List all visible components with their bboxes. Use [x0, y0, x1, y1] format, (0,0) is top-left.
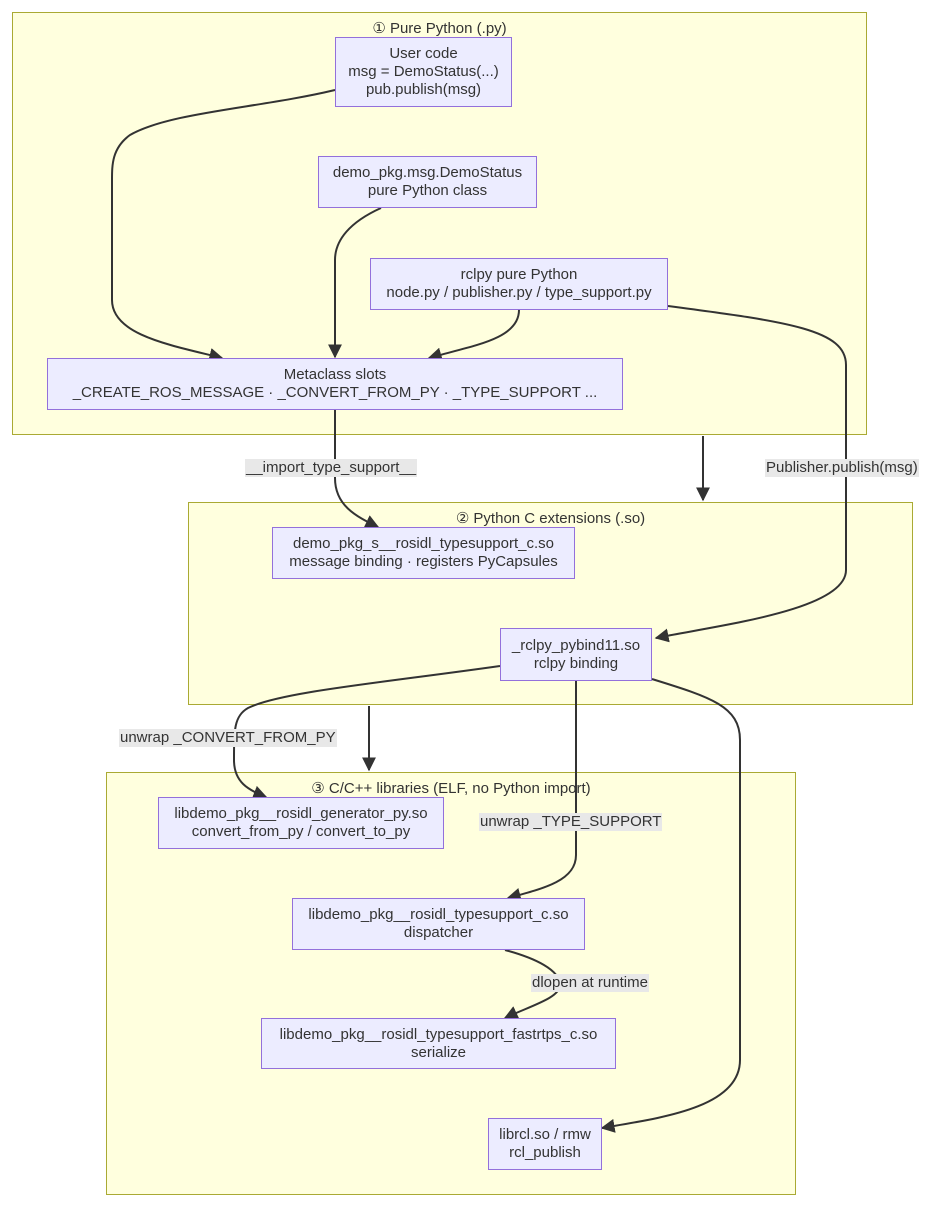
edge-rclpy-py-to-rclpy-bind: [654, 305, 847, 643]
node-user-code: User code msg = DemoStatus(...) pub.publ…: [335, 37, 512, 107]
node-rcl-rmw-line1: librcl.so / rmw: [499, 1126, 591, 1143]
edge-label-dlopen-at-runtime: dlopen at runtime: [531, 974, 649, 992]
node-rclpy-pybind11: _rclpy_pybind11.so rclpy binding: [500, 628, 652, 681]
edge-label-publisher-publish: Publisher.publish(msg): [765, 459, 919, 477]
edge-rclpy-bind-to-generator-py: [232, 665, 501, 799]
node-user-code-line1: User code: [389, 45, 458, 62]
node-generator-py-line2: convert_from_py / convert_to_py: [191, 823, 411, 840]
node-typesupport-fastrtps-line2: serialize: [410, 1043, 467, 1061]
cluster-pure-python-title: ① Pure Python (.py): [372, 20, 507, 37]
node-metaclass-slots-line1: Metaclass slots: [283, 366, 387, 383]
node-user-code-line2: msg = DemoStatus(...): [348, 63, 499, 80]
node-rclpy-pybind11-line2: rclpy binding: [533, 654, 619, 672]
edge-rclpy-py-to-metaclass: [427, 309, 520, 362]
node-typesupport-c-so: demo_pkg_s__rosidl_typesupport_c.so mess…: [272, 527, 575, 579]
node-rclpy-pure-python-line1: rclpy pure Python: [460, 266, 578, 283]
node-demo-status-line2: pure Python class: [367, 182, 488, 199]
node-metaclass-slots: Metaclass slots _CREATE_ROS_MESSAGE · _C…: [47, 358, 623, 410]
node-typesupport-c-dispatcher-line1: libdemo_pkg__rosidl_typesupport_c.so: [308, 906, 569, 923]
node-generator-py: libdemo_pkg__rosidl_generator_py.so conv…: [158, 797, 444, 849]
node-typesupport-c-so-line1: demo_pkg_s__rosidl_typesupport_c.so: [293, 535, 554, 552]
edge-user-code-to-metaclass: [111, 89, 336, 362]
cluster-c-extensions-title: ② Python C extensions (.so): [455, 510, 646, 527]
node-demo-status: demo_pkg.msg.DemoStatus pure Python clas…: [318, 156, 537, 208]
node-demo-status-line1: demo_pkg.msg.DemoStatus: [332, 164, 523, 181]
edge-metaclass-to-typesupport-so: [334, 410, 380, 528]
node-typesupport-c-dispatcher-line2: dispatcher: [403, 924, 474, 941]
node-typesupport-c-so-line2: message binding · registers PyCapsules: [289, 553, 558, 570]
edge-rclpy-bind-to-ts-c: [506, 681, 577, 902]
edge-rclpy-bind-to-rcl: [600, 678, 741, 1133]
node-rcl-rmw: librcl.so / rmw rcl_publish: [488, 1118, 602, 1170]
edge-demo-status-to-metaclass: [328, 207, 382, 359]
node-typesupport-c-dispatcher: libdemo_pkg__rosidl_typesupport_c.so dis…: [292, 898, 585, 950]
node-generator-py-line1: libdemo_pkg__rosidl_generator_py.so: [174, 805, 428, 822]
node-typesupport-fastrtps: libdemo_pkg__rosidl_typesupport_fastrtps…: [261, 1018, 616, 1069]
edge-label-unwrap-convert-from-py: unwrap _CONVERT_FROM_PY: [119, 729, 337, 747]
node-typesupport-fastrtps-line1: libdemo_pkg__rosidl_typesupport_fastrtps…: [279, 1025, 598, 1043]
cluster-c-libraries-title: ③ C/C++ libraries (ELF, no Python import…: [311, 780, 591, 797]
node-rclpy-pure-python: rclpy pure Python node.py / publisher.py…: [370, 258, 668, 310]
node-user-code-line3: pub.publish(msg): [365, 81, 482, 98]
node-rclpy-pure-python-line2: node.py / publisher.py / type_support.py: [386, 284, 652, 301]
edge-label-import-type-support: __import_type_support__: [245, 459, 418, 477]
node-metaclass-slots-line2: _CREATE_ROS_MESSAGE · _CONVERT_FROM_PY ·…: [72, 384, 598, 401]
edge-label-unwrap-type-support: unwrap _TYPE_SUPPORT: [479, 813, 663, 831]
node-rcl-rmw-line2: rcl_publish: [509, 1144, 581, 1161]
node-rclpy-pybind11-line1: _rclpy_pybind11.so: [511, 636, 641, 654]
